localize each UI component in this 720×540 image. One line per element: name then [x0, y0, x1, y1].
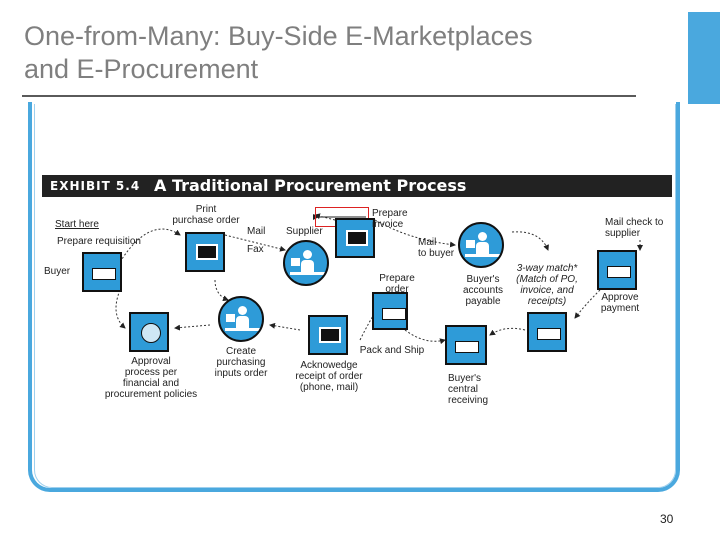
document-glyph — [92, 268, 116, 280]
prepare-requisition-label: Prepare requisition — [57, 236, 141, 247]
mail-to-buyer-line-2: to buyer — [418, 248, 455, 259]
prepare-order-label: Prepare order — [372, 273, 422, 295]
central-receiving-label: Buyer's central receiving — [448, 373, 488, 406]
print-po-line-1: Print — [195, 204, 217, 215]
prepare-invoice-line-1: Prepare — [372, 208, 408, 219]
print-po-label: Print purchase order — [170, 204, 242, 226]
approve-payment-line-2: payment — [600, 303, 640, 314]
accounts-payable-person-icon — [458, 222, 504, 268]
prepare-invoice-icon — [335, 218, 375, 258]
screen-glyph — [196, 244, 218, 260]
three-way-match-line-2: (Match of PO, — [516, 274, 578, 285]
purchasing-person-icon — [218, 296, 264, 342]
shipping-truck-icon — [372, 292, 408, 330]
acknowledge-icon — [308, 315, 348, 355]
title-underline — [22, 95, 636, 97]
buyer-label: Buyer — [44, 266, 71, 277]
approve-payment-line-1: Approve — [601, 292, 639, 303]
print-po-icon — [185, 232, 225, 272]
three-way-match-line-4: receipts) — [527, 296, 567, 307]
start-here-label: Start here — [55, 219, 99, 230]
requisition-icon — [82, 252, 122, 292]
approve-payment-icon — [527, 312, 567, 352]
cycle-glyph — [141, 323, 161, 343]
approval-process-label: Approval process per financial and procu… — [100, 356, 202, 400]
central-receiving-line-1: Buyer's — [448, 373, 482, 384]
mail-check-icon — [597, 250, 637, 290]
three-way-match-line-1: 3-way match* — [516, 263, 578, 274]
slide-title: One-from-Many: Buy-Side E-Marketplaces a… — [24, 20, 644, 86]
accounts-payable-label: Buyer's accounts payable — [458, 274, 508, 307]
mail-to-buyer-label: Mail to buyer — [418, 237, 454, 259]
truck-glyph — [455, 341, 479, 353]
mail-label: Mail — [247, 226, 266, 237]
approval-line-3: financial and — [122, 378, 180, 389]
approval-line-2: process per — [124, 367, 178, 378]
content-frame-inner — [34, 104, 676, 488]
create-po-line-2: purchasing — [216, 357, 266, 368]
acknowledge-label: Acknowedge receipt of order (phone, mail… — [290, 360, 368, 393]
content-frame — [28, 102, 680, 492]
acknowledge-line-3: (phone, mail) — [299, 382, 359, 393]
screen-glyph — [319, 327, 341, 343]
check-glyph — [607, 266, 631, 278]
accent-bar — [688, 12, 720, 104]
acknowledge-line-2: receipt of order — [295, 371, 363, 382]
pack-and-ship-label: Pack and Ship — [359, 345, 425, 356]
screen-glyph — [346, 230, 368, 246]
mail-check-line-2: supplier — [605, 228, 641, 239]
receiving-truck-icon — [445, 325, 487, 365]
mail-to-buyer-line-1: Mail — [418, 237, 437, 248]
page-number: 30 — [660, 512, 674, 526]
accounts-payable-line-2: accounts — [462, 285, 504, 296]
accounts-payable-line-3: payable — [465, 296, 501, 307]
print-po-line-2: purchase order — [172, 215, 240, 226]
three-way-match-label: 3-way match* (Match of PO, invoice, and … — [512, 263, 582, 307]
approval-cycle-icon — [129, 312, 169, 352]
exhibit-title: A Traditional Procurement Process — [154, 176, 467, 195]
truck-glyph — [382, 308, 406, 320]
supplier-person-icon — [283, 240, 329, 286]
prepare-order-line-1: Prepare — [379, 273, 415, 284]
fax-label: Fax — [247, 244, 264, 255]
accounts-payable-line-1: Buyer's — [466, 274, 500, 285]
approve-payment-label: Approve payment — [596, 292, 644, 314]
approval-line-4: procurement policies — [104, 389, 198, 400]
prepare-order-line-2: order — [385, 284, 409, 295]
prepare-invoice-label: Prepare invoice — [372, 208, 408, 230]
exhibit-number: EXHIBIT 5.4 — [50, 179, 141, 193]
supplier-label: Supplier — [286, 226, 323, 237]
pointer-glyph — [537, 328, 561, 340]
approval-line-1: Approval — [131, 356, 171, 367]
slide-title-line-1: One-from-Many: Buy-Side E-Marketplaces — [24, 21, 533, 51]
mail-check-line-1: Mail check to — [605, 217, 664, 228]
central-receiving-line-2: central — [448, 384, 479, 395]
create-po-line-1: Create — [225, 346, 256, 357]
central-receiving-line-3: receiving — [448, 395, 489, 406]
exhibit-header: EXHIBIT 5.4 A Traditional Procurement Pr… — [42, 175, 672, 197]
slide-title-line-2: and E-Procurement — [24, 54, 259, 84]
mail-check-label: Mail check to supplier — [605, 217, 663, 239]
prepare-invoice-line-2: invoice — [372, 219, 404, 230]
acknowledge-line-1: Acknowedge — [300, 360, 358, 371]
create-po-line-3: inputs order — [214, 368, 268, 379]
three-way-match-line-3: invoice, and — [520, 285, 574, 296]
create-po-label: Create purchasing inputs order — [210, 346, 272, 379]
